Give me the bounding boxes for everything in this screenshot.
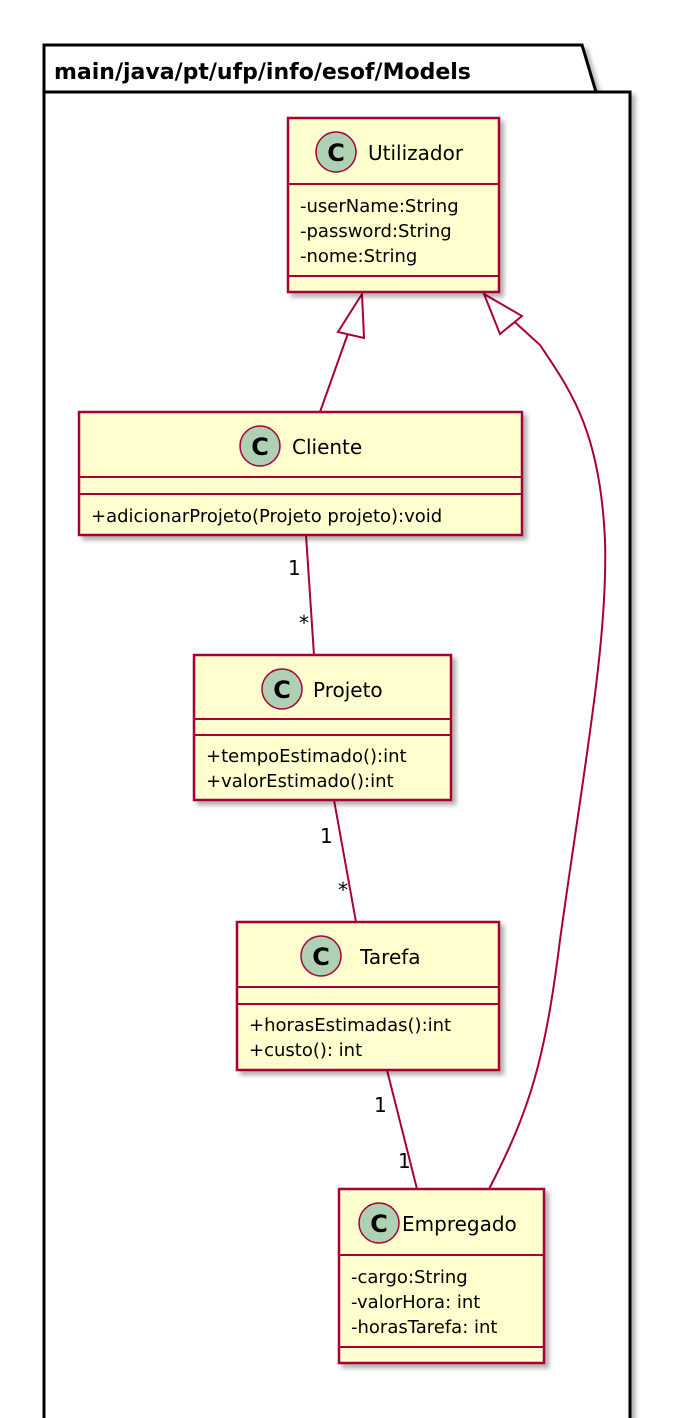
edge-cliente-projeto (305, 534, 315, 656)
edge-empregado-utilizador (483, 293, 607, 1190)
multiplicities: 1 * 1 * 1 1 (288, 556, 411, 1173)
mult-projeto-tarefa-source: 1 (320, 824, 333, 848)
class-name: Empregado (402, 1212, 517, 1236)
class-name: Cliente (292, 435, 362, 459)
class-utilizador: C Utilizador -userName:String -password:… (286, 116, 501, 294)
class-stereotype-icon (239, 425, 281, 467)
class-name: Tarefa (359, 945, 421, 969)
method: +valorEstimado():int (206, 771, 394, 792)
class-stereotype-letter: C (251, 433, 269, 461)
class-stereotype-letter: C (273, 676, 291, 704)
mult-cliente-projeto-target: * (299, 611, 309, 635)
generalization-arrow-cliente (336, 290, 366, 340)
class-name: Utilizador (368, 141, 464, 165)
class-box (77, 410, 524, 537)
class-stereotype-icon (315, 131, 357, 173)
method: +tempoEstimado():int (206, 746, 407, 767)
attribute: -valorHora: int (351, 1292, 480, 1313)
mult-tarefa-empregado-target: 1 (398, 1149, 411, 1173)
class-stereotype-letter: C (370, 1210, 388, 1238)
class-name: Projeto (313, 678, 383, 702)
attribute: -horasTarefa: int (351, 1317, 497, 1338)
edge-projeto-tarefa (333, 799, 357, 923)
class-tarefa: C Tarefa +horasEstimadas():int +custo():… (235, 920, 501, 1072)
class-stereotype-letter: C (327, 139, 345, 167)
class-stereotype-letter: C (312, 943, 330, 971)
method: +adicionarProjeto(Projeto projeto):void (91, 506, 442, 527)
edge-tarefa-empregado (386, 1069, 418, 1190)
class-stereotype-icon (300, 935, 342, 977)
attribute: -cargo:String (351, 1267, 468, 1288)
attribute: -password:String (300, 221, 452, 242)
mult-projeto-tarefa-target: * (338, 878, 348, 902)
mult-cliente-projeto-source: 1 (288, 556, 301, 580)
class-stereotype-icon (261, 668, 303, 710)
method: +horasEstimadas():int (249, 1015, 451, 1036)
class-box (235, 920, 501, 1072)
edges (305, 290, 607, 1190)
class-cliente: C Cliente +adicionarProjeto(Projeto proj… (77, 410, 524, 537)
package-label: main/java/pt/ufp/info/esof/Models (54, 60, 471, 85)
class-empregado: C Empregado -cargo:String -valorHora: in… (337, 1187, 546, 1365)
attribute: -nome:String (300, 246, 417, 267)
class-projeto: C Projeto +tempoEstimado():int +valorEst… (192, 653, 453, 802)
method: +custo(): int (249, 1040, 362, 1061)
generalization-arrow-empregado (481, 291, 524, 336)
class-stereotype-icon (358, 1202, 400, 1244)
class-box (192, 653, 453, 802)
mult-tarefa-empregado-source: 1 (374, 1093, 387, 1117)
attribute: -userName:String (300, 196, 459, 217)
